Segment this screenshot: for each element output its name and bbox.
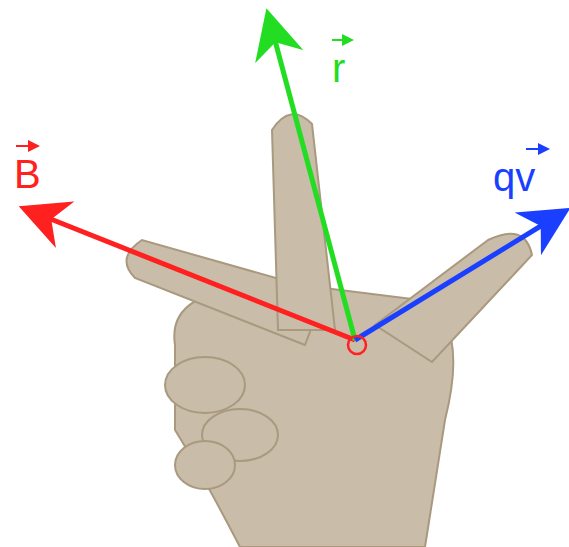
vector-label: qv [493, 157, 535, 197]
vector-label: B [14, 154, 41, 194]
vector-mark [16, 145, 38, 147]
qv-vector-arrow [355, 213, 562, 340]
vector-label: r [332, 48, 345, 88]
b-vector-arrow [28, 210, 355, 340]
r-vector-arrow [269, 18, 355, 340]
vector-mark [526, 148, 548, 150]
origin-circle [348, 336, 366, 354]
vector-mark [332, 39, 352, 41]
